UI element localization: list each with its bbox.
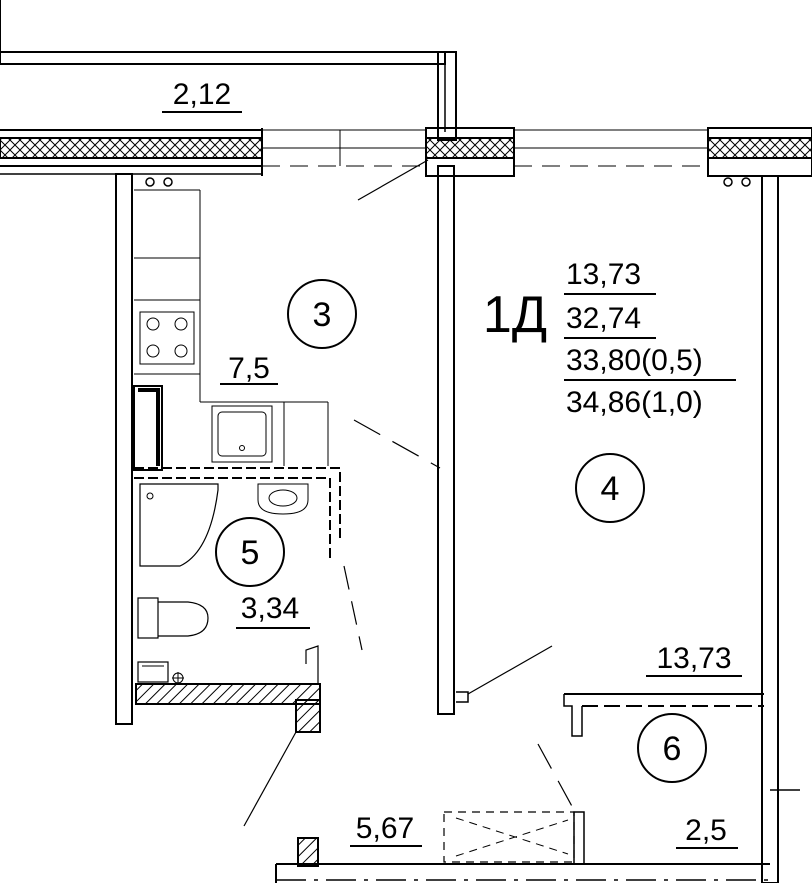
vent-marks <box>145 177 751 187</box>
room-5-number: 5 <box>241 534 260 572</box>
fridge-icon <box>133 385 163 471</box>
room-6-area: 2,5 <box>685 814 727 847</box>
balcony <box>0 0 457 141</box>
apartment-area-1: 13,73 <box>566 258 641 291</box>
room-door <box>456 645 553 703</box>
stove-icon <box>139 311 195 365</box>
kitchen-counter <box>134 189 329 466</box>
entrance-door <box>443 811 585 865</box>
kitchen-door-swing <box>353 419 441 469</box>
room-4-number: 4 <box>601 470 620 508</box>
shower-icon <box>139 483 219 567</box>
exterior-wall-top <box>0 127 812 177</box>
toilet-icon <box>137 597 209 639</box>
bathroom-partition <box>134 467 363 651</box>
apartment-area-3: 33,80(0,5) <box>566 344 703 377</box>
bathroom-door <box>243 645 319 827</box>
room-6-number: 6 <box>663 730 682 768</box>
washbasin-icon <box>257 483 309 515</box>
room-4-area: 13,73 <box>656 642 731 675</box>
room-6-marker <box>637 713 707 783</box>
kitchen-sink-icon <box>211 405 273 463</box>
room-3-number: 3 <box>313 296 332 334</box>
room-3-area: 7,5 <box>228 352 270 385</box>
room-4-marker <box>575 453 645 523</box>
walls <box>115 165 800 883</box>
apartment-area-4: 34,86(1,0) <box>566 386 703 419</box>
room-5-area: 3,34 <box>241 592 299 625</box>
washing-machine-icon <box>137 661 184 684</box>
wardrobe-partition <box>537 693 764 811</box>
apartment-code: 1Д <box>483 286 547 344</box>
corridor-area: 5,67 <box>356 812 414 845</box>
balcony-door-opening <box>262 129 429 201</box>
apartment-area-2: 32,74 <box>566 302 641 335</box>
balcony-area-label: 2,12 <box>173 78 231 111</box>
room-3-marker <box>287 279 357 349</box>
window-opening <box>514 129 708 167</box>
room-5-marker <box>215 517 285 587</box>
